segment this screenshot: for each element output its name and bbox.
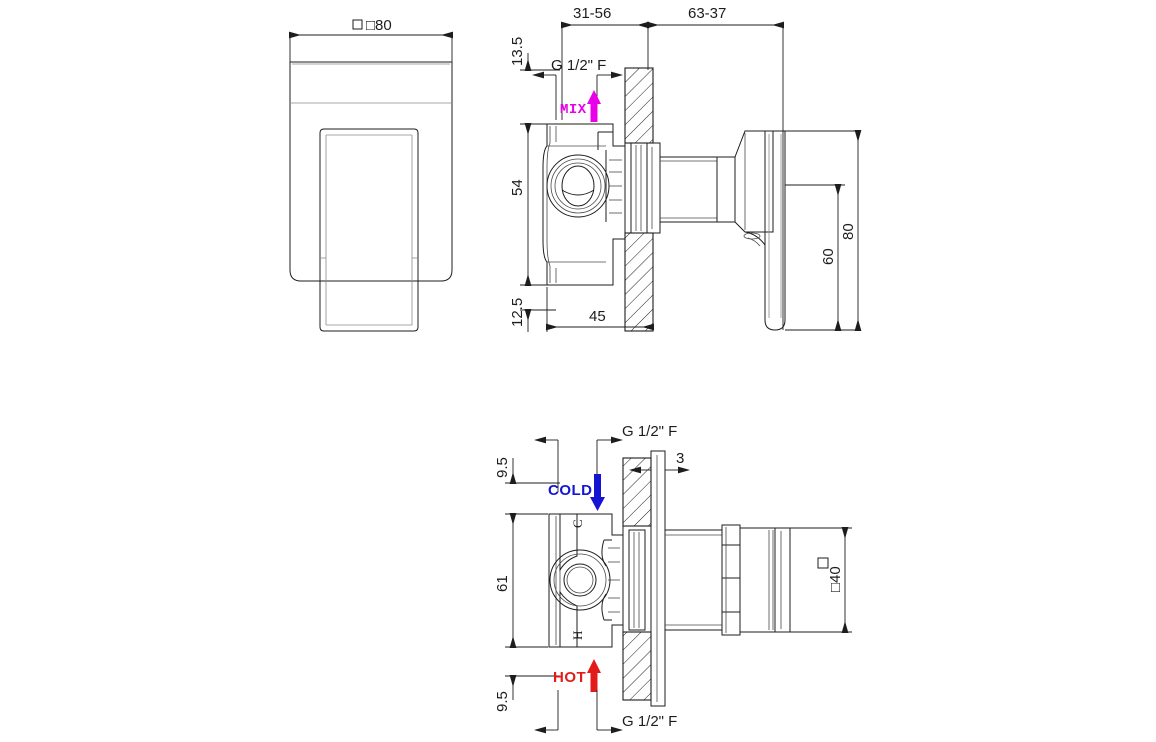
dim-hot-thread-label: G 1/2" F <box>622 713 677 730</box>
front-view-width-dimension: □80 <box>289 17 453 62</box>
top-view-depth-dimensions: 31-56 63-37 <box>561 5 784 330</box>
hot-flow-indicator: HOT <box>553 659 601 692</box>
hot-body-mark: H <box>570 631 585 640</box>
cold-flow-label: COLD <box>548 482 593 499</box>
top-view-valve-body <box>542 123 626 286</box>
dim-inlet-thread-label: G 1/2" F <box>551 57 606 74</box>
dim-wall-near-label: 31-56 <box>573 5 611 22</box>
bottom-view-valve-body: C H <box>548 513 624 648</box>
top-view-wall-section <box>624 67 654 332</box>
dim-top-offset-label: 13.5 <box>509 37 526 66</box>
front-view-escutcheon-plate <box>289 61 453 282</box>
front-view: □80 <box>289 17 453 332</box>
front-view-lever-handle <box>319 128 419 332</box>
side-section-top: 31-56 63-37 13.5 54 12.5 G 1/2" F MIX <box>509 5 862 332</box>
top-view-vertical-dimensions: 13.5 54 12.5 <box>509 37 560 332</box>
bottom-view-escutcheon-section <box>628 450 666 707</box>
cold-body-mark: C <box>570 519 585 528</box>
dim-plate-height-label: 80 <box>840 223 857 240</box>
top-view-handle-assembly <box>659 130 786 331</box>
dim-plate-thickness-label: 3 <box>676 450 684 467</box>
dim-handle-height-label: 60 <box>820 248 837 265</box>
dim-bottom-bottom-offset-label: 9.5 <box>494 691 511 712</box>
bottom-view-spindle-assembly <box>664 524 791 636</box>
bottom-view-hot-thread-dimension: G 1/2" F <box>534 690 677 734</box>
mix-flow-arrow-icon <box>587 90 601 122</box>
top-view-body-depth-dimension: 45 <box>546 287 654 332</box>
dim-body-depth-label: 45 <box>589 308 606 325</box>
cold-flow-indicator: COLD <box>548 474 605 511</box>
bottom-view-spindle-size-dimension: □40 <box>790 527 852 633</box>
cold-flow-arrow-icon <box>590 474 605 511</box>
dim-body-height-label: 54 <box>509 179 526 196</box>
dim-bottom-offset-label: 12.5 <box>509 298 526 327</box>
mix-flow-label: MIX <box>560 102 587 118</box>
dim-bottom-body-height-label: 61 <box>494 575 511 592</box>
top-view-escutcheon-section <box>630 142 661 234</box>
dim-wall-far-label: 63-37 <box>688 5 726 22</box>
square-symbol-icon <box>352 19 363 30</box>
bottom-view-vertical-dimensions: 9.5 61 9.5 <box>494 457 560 712</box>
hot-flow-arrow-icon <box>587 659 601 692</box>
front-view-width-label: □80 <box>366 17 392 34</box>
mix-flow-indicator: MIX <box>560 90 601 122</box>
bottom-view-wall-section <box>622 457 652 701</box>
dim-spindle-size-label: □40 <box>827 566 844 592</box>
bottom-view-cold-thread-dimension: G 1/2" F <box>534 423 677 492</box>
top-view-height-dimensions: 60 80 <box>773 130 862 331</box>
dim-cold-thread-label: G 1/2" F <box>622 423 677 440</box>
hot-flow-label: HOT <box>553 669 586 686</box>
side-section-bottom: G 1/2" F COLD 9.5 61 9.5 <box>494 423 852 734</box>
square-symbol-icon-bottom <box>817 557 829 569</box>
dim-bottom-top-offset-label: 9.5 <box>494 457 511 478</box>
